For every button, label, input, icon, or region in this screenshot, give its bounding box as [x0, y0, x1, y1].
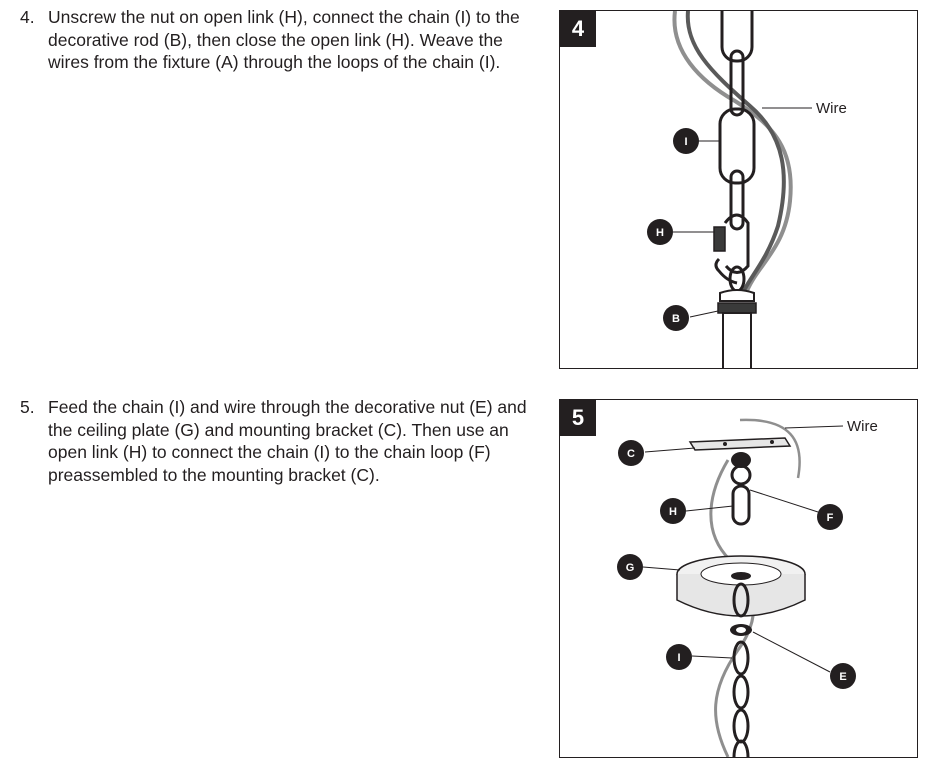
- label-c: C: [627, 448, 635, 460]
- figure-5-illustration: C H F G I E Wire: [617, 418, 878, 757]
- label-h: H: [669, 506, 677, 518]
- figure-4-badge: 4: [560, 11, 596, 47]
- label-g: G: [626, 562, 635, 574]
- label-b: B: [672, 313, 680, 325]
- label-h: H: [656, 227, 664, 239]
- wire-dark: [685, 11, 786, 302]
- step-4-body: 4. Unscrew the nut on open link (H), con…: [20, 6, 540, 74]
- rod-loop: [728, 265, 746, 293]
- step-5: 5. Feed the chain (I) and wire through t…: [20, 396, 540, 486]
- open-link-nut: [713, 226, 726, 252]
- label-h-circle: [647, 219, 673, 245]
- figure-4-illustration: I H B Wire: [647, 11, 847, 368]
- figure-5: C H F G I E Wire 5: [559, 399, 918, 758]
- bracket-nut: [731, 452, 751, 468]
- label-i-circle: [673, 128, 699, 154]
- step-4-number: 4.: [20, 7, 35, 27]
- chain-lower: [732, 582, 750, 757]
- mounting-bracket: [688, 437, 792, 451]
- label-i: I: [677, 652, 680, 664]
- figure-4: I H B Wire 4: [559, 10, 918, 369]
- step-4: 4. Unscrew the nut on open link (H), con…: [20, 6, 540, 74]
- figure-5-badge: 5: [560, 400, 596, 436]
- open-link: [731, 484, 751, 526]
- rod-nut: [717, 302, 757, 314]
- label-f: F: [827, 512, 834, 524]
- step-5-text: Feed the chain (I) and wire through the …: [48, 397, 527, 485]
- wire-label: Wire: [847, 418, 878, 435]
- wire-label: Wire: [816, 100, 847, 117]
- chain-links: [718, 11, 756, 274]
- label-b-circle: [663, 305, 689, 331]
- label-i: I: [684, 136, 687, 148]
- label-e: E: [839, 671, 846, 683]
- decorative-rod: [722, 312, 752, 368]
- chain-loop: [730, 464, 752, 486]
- step-5-number: 5.: [20, 397, 35, 417]
- step-4-text: Unscrew the nut on open link (H), connec…: [48, 7, 520, 72]
- step-5-body: 5. Feed the chain (I) and wire through t…: [20, 396, 540, 486]
